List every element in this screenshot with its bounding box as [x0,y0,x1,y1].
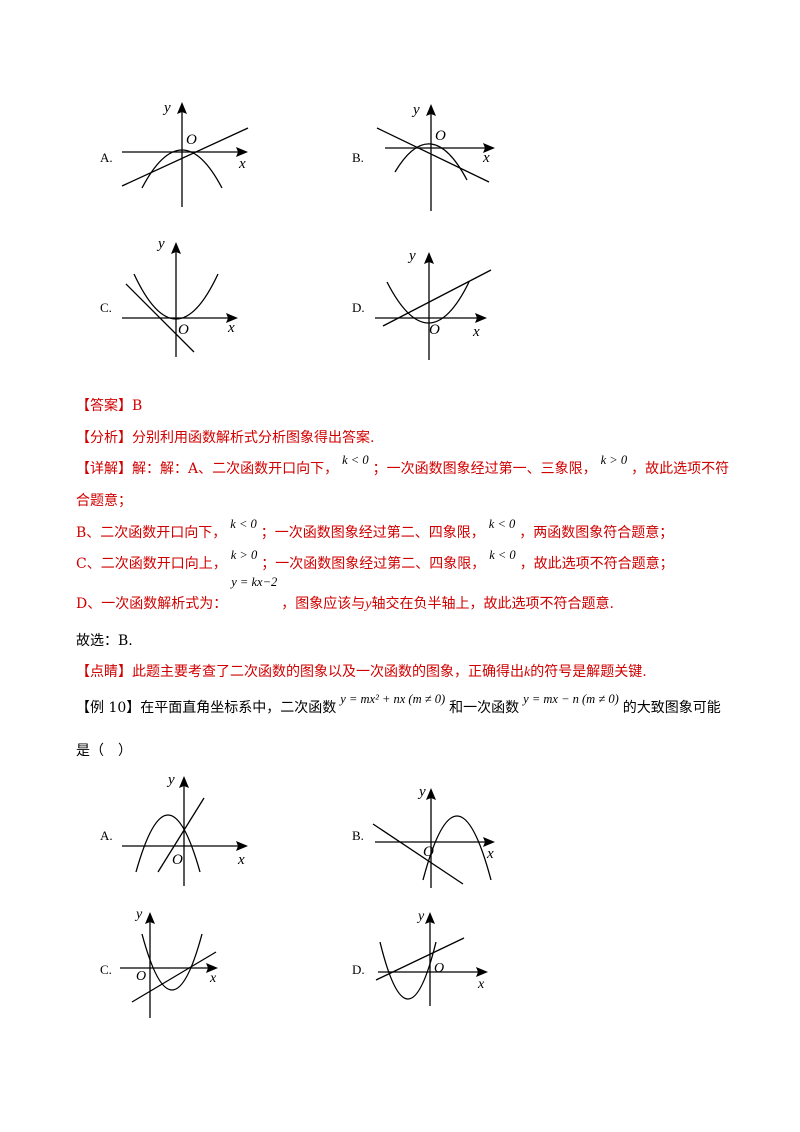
y-axis-label: y [156,236,165,252]
example10-line-cont: 是（ ） [76,743,132,759]
detail-b-text-1: B、二次函数开口向下， [76,525,227,541]
origin-label: O [172,852,183,868]
y-axis-label: y [417,784,426,800]
x-axis-label: x [482,150,490,166]
origin-label: O [434,961,444,976]
math-k-gt-0: k > 0 [600,453,628,467]
remark-line: 【点睛】此题主要考查了二次函数的图象以及一次函数的图象，正确得出k的符号是解题关… [76,661,647,681]
analysis-text: 分别利用函数解析式分析图象得出答案. [132,430,375,446]
math-k-gt-0: k > 0 [230,548,258,562]
remark-text-2: 的符号是解题关键. [530,664,647,680]
origin-label: O [435,128,446,144]
math-k-lt-0: k < 0 [230,517,257,531]
math-y-kx-2: y = kx−2 [231,575,278,589]
detail-d-text-3: 轴交在负半轴上，故此选项不符合题意. [371,596,614,612]
detail-line-b: B、二次函数开口向下，k < 0；一次函数图象经过第二、四象限，k < 0，两函… [76,517,674,542]
answer-label: 【答案】 [76,398,132,414]
math-linear: y = mx − n (m ≠ 0) [523,692,619,706]
q10-graph-a: y x O [122,772,248,886]
y-axis-label: y [416,909,425,924]
example10-text-2: 和一次函数 [449,700,520,716]
q10-option-c-label: C. [100,962,112,977]
q9-option-c-label: C. [100,300,112,315]
detail-line-a-cont: 合题意； [76,490,132,510]
remark-text-1: 此题主要考查了二次函数的图象以及一次函数的图象，正确得出 [132,664,524,680]
y-axis-label: y [411,102,420,118]
answer-text: B [132,398,143,414]
origin-label: O [186,132,197,148]
x-axis-label: x [209,971,217,986]
detail-label: 【详解】 [76,461,132,477]
detail-a-continuation: 合题意； [76,493,132,509]
math-k-lt-0: k < 0 [489,548,516,562]
x-axis-label: x [477,977,485,992]
detail-a-text-2: ；一次函数图象经过第一、三象限， [372,461,597,477]
detail-c-text-1: C、二次函数开口向上， [76,556,227,572]
q10-option-b-label: B. [352,828,364,843]
analysis-label: 【分析】 [76,430,132,446]
detail-a-text-3: ，故此选项不符 [631,461,730,477]
q9-option-d-label: D. [352,300,365,315]
detail-line-c: C、二次函数开口向上，k > 0；一次函数图象经过第二、四象限，k < 0，故此… [76,548,674,573]
q9-graph-d: y x O [375,248,492,360]
detail-c-text-3: ，故此选项不符合题意； [519,556,674,572]
detail-b-text-2: ；一次函数图象经过第二、四象限， [260,525,485,541]
detail-d-text-2: ，图象应该与 [281,596,366,612]
detail-b-text-3: ，两函数图象符合题意； [519,525,674,541]
origin-label: O [429,322,440,338]
math-quadratic: y = mx² + nx (m ≠ 0) [340,692,446,706]
detail-c-text-2: ；一次函数图象经过第二、四象限， [261,556,486,572]
answer-line: 【答案】B [76,395,142,415]
remark-label: 【点睛】 [76,664,132,680]
q10-option-a-label: A. [100,828,113,843]
y-axis-label: y [166,772,175,788]
q10-graph-d: y x O [375,909,488,1006]
example10-line: 【例 10】在平面直角坐标系中，二次函数y = mx² + nx (m ≠ 0)… [76,692,721,717]
math-k-lt-0: k < 0 [342,453,369,467]
example10-text-1: 在平面直角坐标系中，二次函数 [140,700,337,716]
y-axis-label: y [407,248,416,264]
origin-label: O [423,844,434,860]
detail-a-text-1: 解：解：A、二次函数开口向下， [132,461,339,477]
x-axis-label: x [486,846,494,862]
q10-option-d-label: D. [352,962,365,977]
remark-k: k [524,665,531,680]
analysis-line: 【分析】分别利用函数解析式分析图象得出答案. [76,427,374,447]
detail-line-a: 【详解】解：解：A、二次函数开口向下，k < 0；一次函数图象经过第一、三象限，… [76,453,730,478]
y-axis-label: y [134,907,143,922]
detail-d-y: y [365,597,372,612]
x-axis-label: x [238,156,246,172]
x-axis-label: x [227,320,235,336]
origin-label: O [136,969,146,984]
q10-graph-c: y x O [120,907,218,1018]
q9-option-a-label: A. [100,150,113,165]
x-axis-label: x [472,324,480,340]
math-k-lt-0: k < 0 [488,517,516,531]
y-axis-label: y [162,100,171,116]
q9-graph-c: y x O [122,236,238,357]
q9-graph-a: y x O [121,100,249,207]
detail-d-text-1: D、一次函数解析式为： [76,596,228,612]
origin-label: O [178,322,189,338]
conclusion-line: 故选：B. [76,633,133,649]
q10-graph-b: y x O [372,784,495,888]
x-axis-label: x [237,852,245,868]
q9-graph-b: y x O [376,102,495,211]
example10-label: 【例 10】 [76,700,141,716]
example10-text-3: 的大致图象可能 [622,700,721,716]
q9-option-b-label: B. [352,150,364,165]
detail-line-d: D、一次函数解析式为：y = kx−2，图象应该与y轴交在负半轴上，故此选项不符… [76,575,614,613]
